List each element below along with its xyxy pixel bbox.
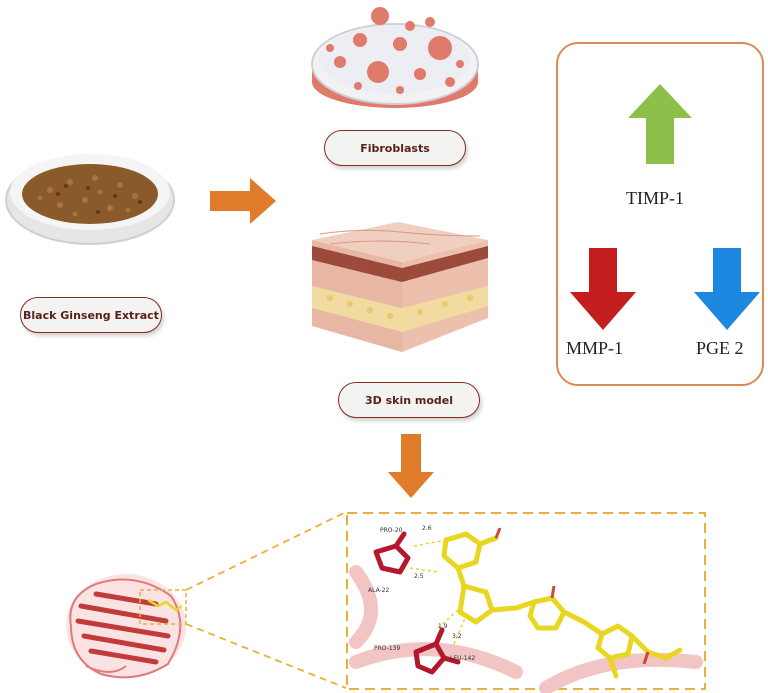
distance-label: 2.6 bbox=[422, 525, 432, 532]
flow-arrow-down-icon bbox=[388, 434, 434, 498]
fibroblast-dish-icon bbox=[311, 7, 479, 108]
distance-label: 3.2 bbox=[452, 633, 462, 640]
distance-label: 1.9 bbox=[438, 623, 448, 630]
distance-label: 2.5 bbox=[414, 573, 424, 580]
residue-label: LEU-142 bbox=[450, 655, 475, 662]
pge2-label: PGE 2 bbox=[696, 338, 744, 358]
results-panel: TIMP-1 MMP-1 PGE 2 bbox=[556, 42, 764, 386]
protein-structure-icon bbox=[66, 574, 187, 679]
residue-label: ALA-22 bbox=[368, 587, 390, 594]
skin-model-icon bbox=[312, 222, 488, 352]
residue-label: PRO-139 bbox=[374, 645, 400, 652]
skin-model-label: 3D skin model bbox=[338, 382, 480, 418]
ginseng-extract-dish-icon bbox=[5, 154, 175, 245]
flow-arrow-right-icon bbox=[210, 178, 276, 224]
up-arrow-icon bbox=[628, 84, 692, 164]
mmp1-label: MMP-1 bbox=[566, 338, 624, 358]
down-arrow-red-icon bbox=[570, 248, 636, 330]
docking-zoom-panel: PRO-20 ALA-22 PRO-139 LEU-142 2.6 2.5 1.… bbox=[346, 512, 706, 693]
down-arrow-blue-icon bbox=[694, 248, 760, 330]
extract-label: Black Ginseng Extract bbox=[20, 297, 162, 333]
timp1-label: TIMP-1 bbox=[626, 188, 684, 208]
fibroblasts-label: Fibroblasts bbox=[324, 130, 466, 166]
residue-label: PRO-20 bbox=[380, 527, 403, 534]
